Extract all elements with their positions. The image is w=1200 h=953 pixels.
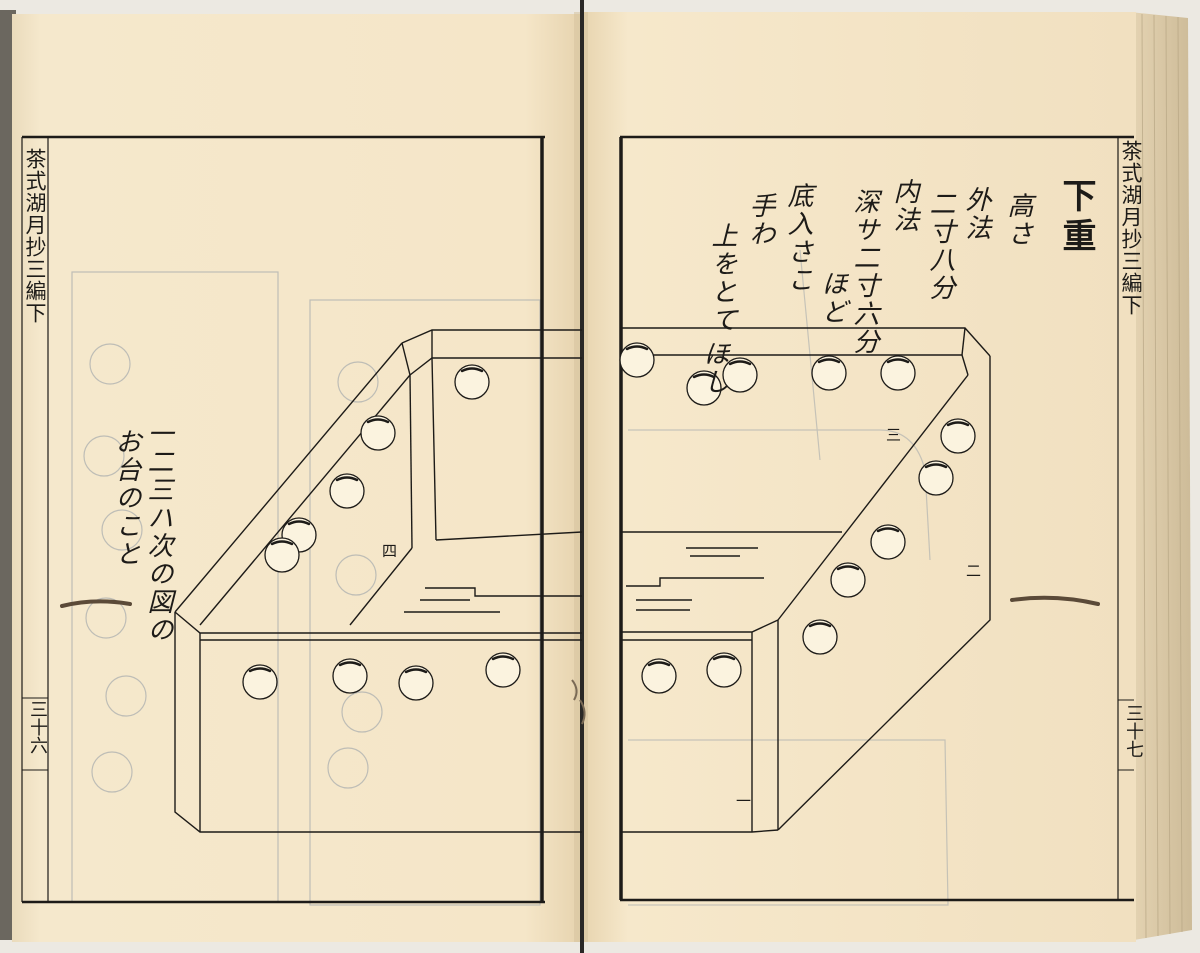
note-line-2: お台のこと: [111, 428, 141, 568]
right-page-border: [619, 135, 1134, 902]
left-page: [12, 14, 582, 942]
panel-label-three: 三: [886, 426, 902, 444]
spec-line-6: ほど: [817, 270, 847, 326]
page-heading: 下重: [1056, 178, 1096, 258]
thread-tie-left: [60, 599, 132, 608]
spec-line-4: 内法: [889, 178, 919, 234]
spec-line-5: 深サ二寸六分: [849, 188, 879, 356]
spec-line-7: 底入さこ: [783, 182, 813, 294]
tray-diagram-right: [620, 327, 991, 833]
right-page: [584, 12, 1136, 942]
tray-diagram-left: [174, 329, 583, 833]
right-folio: 三十七: [1123, 704, 1144, 758]
tray-holes-right: [619, 342, 976, 694]
left-folio: 三十六: [27, 700, 48, 754]
panel-label-two: 二: [966, 562, 982, 580]
spec-line-9: 上をとて: [707, 222, 737, 334]
thread-tie-right: [1010, 595, 1100, 606]
spec-line-1: 高さ: [1003, 192, 1033, 248]
spine: [580, 0, 584, 953]
right-margin-title: 茶式湖月抄三編下: [1119, 140, 1143, 316]
spec-line-8: 手わ: [745, 192, 775, 248]
spec-line-2: 外法: [961, 186, 991, 242]
panel-label-four: 四: [382, 542, 398, 560]
left-page-border: [21, 135, 545, 904]
spec-line-10: ほし: [699, 340, 729, 396]
note-line-1: 一二三ハ次の図の: [143, 420, 173, 644]
panel-label-one: 一: [736, 792, 752, 810]
spec-line-3: 二寸八分: [925, 190, 955, 302]
left-margin-title: 茶式湖月抄三編下: [23, 148, 47, 324]
tray-holes-left: [242, 364, 521, 701]
